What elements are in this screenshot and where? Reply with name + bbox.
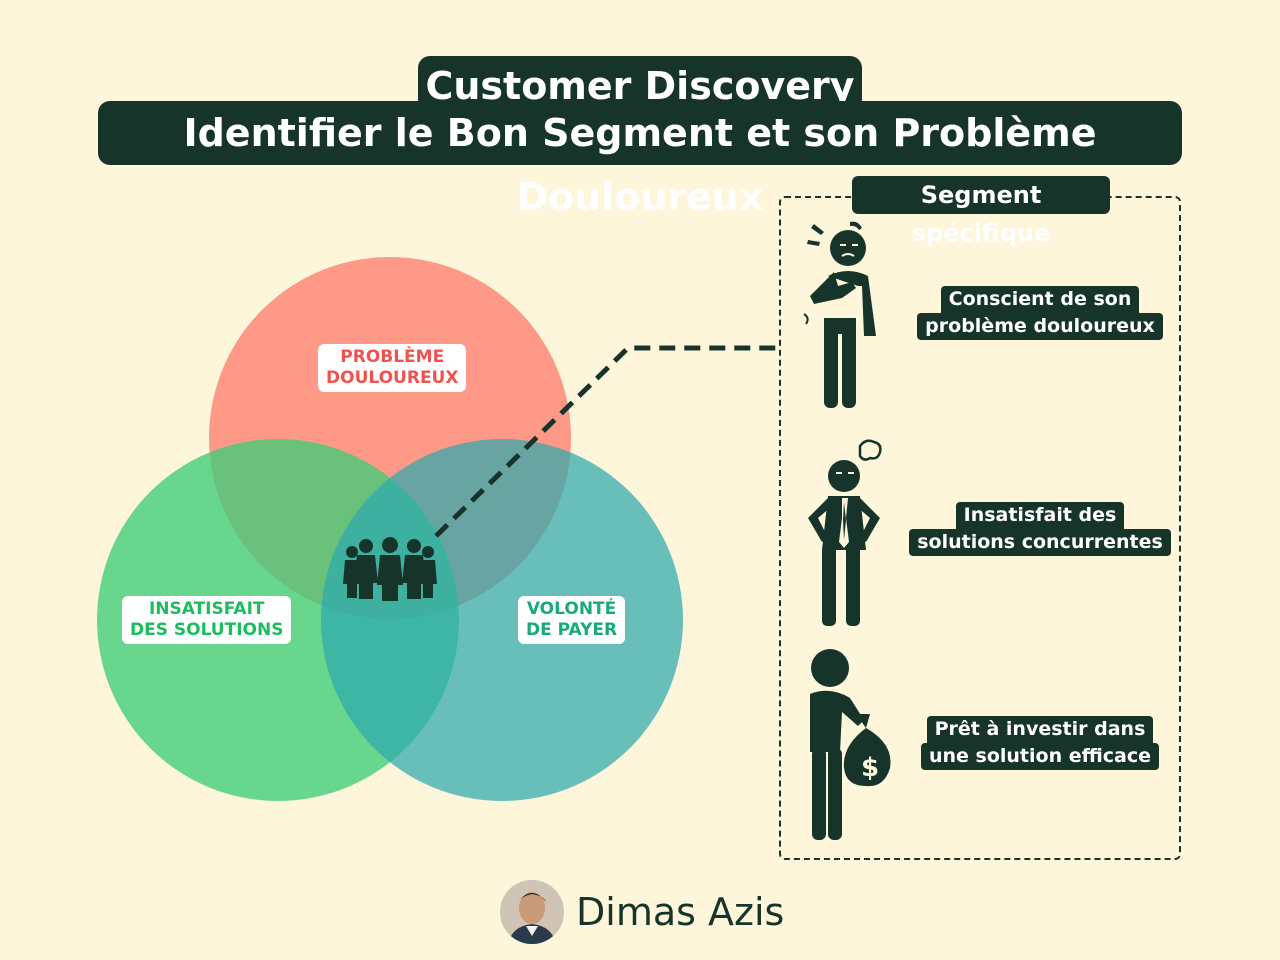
connector-line <box>434 345 780 538</box>
svg-text:$: $ <box>861 753 879 783</box>
segment-item-2-line2: solutions concurrentes <box>909 529 1171 556</box>
angry-businessman-icon <box>808 439 882 626</box>
segment-title: Segment spécifique <box>852 176 1110 247</box>
segment-item-2-label: Insatisfait des solutions concurrentes <box>904 502 1176 556</box>
label-problem-line1: PROBLÈME <box>340 347 445 367</box>
title-banner: Customer Discovery : Identifier le Bon S… <box>0 0 1280 219</box>
segment-item-3-label: Prêt à investir dans une solution effica… <box>914 716 1166 770</box>
title-line-2: Identifier le Bon Segment et son Problèm… <box>98 101 1182 219</box>
label-problem-line2: DOULOUREUX <box>326 368 459 388</box>
segment-item-2-line1: Insatisfait des <box>955 502 1125 529</box>
author: Dimas Azis <box>500 880 800 944</box>
label-willingness-line1: VOLONTÉ <box>526 599 617 619</box>
segment-item-1-line2: problème douloureux <box>917 313 1163 340</box>
label-willingness: VOLONTÉ DE PAYER <box>518 596 626 644</box>
people-group-icon <box>343 537 437 601</box>
circle-willingness <box>321 439 683 801</box>
label-problem: PROBLÈME DOULOUREUX <box>318 344 467 392</box>
author-avatar-icon <box>500 880 564 944</box>
segment-item-3-line1: Prêt à investir dans <box>926 716 1154 743</box>
label-unsatisfied: INSATISFAIT DES SOLUTIONS <box>122 596 292 644</box>
segment-item-3-line2: une solution efficace <box>920 743 1160 770</box>
avatar <box>500 880 564 944</box>
label-willingness-line2: DE PAYER <box>526 620 618 640</box>
person-with-money-bag-icon: $ <box>810 649 891 840</box>
segment-item-1-label: Conscient de son problème douloureux <box>914 286 1166 340</box>
author-name: Dimas Azis <box>576 890 785 934</box>
worried-person-icon <box>803 221 876 408</box>
label-unsatisfied-line2: DES SOLUTIONS <box>130 620 284 640</box>
label-unsatisfied-line1: INSATISFAIT <box>148 599 265 619</box>
segment-item-1-line1: Conscient de son <box>940 286 1140 313</box>
